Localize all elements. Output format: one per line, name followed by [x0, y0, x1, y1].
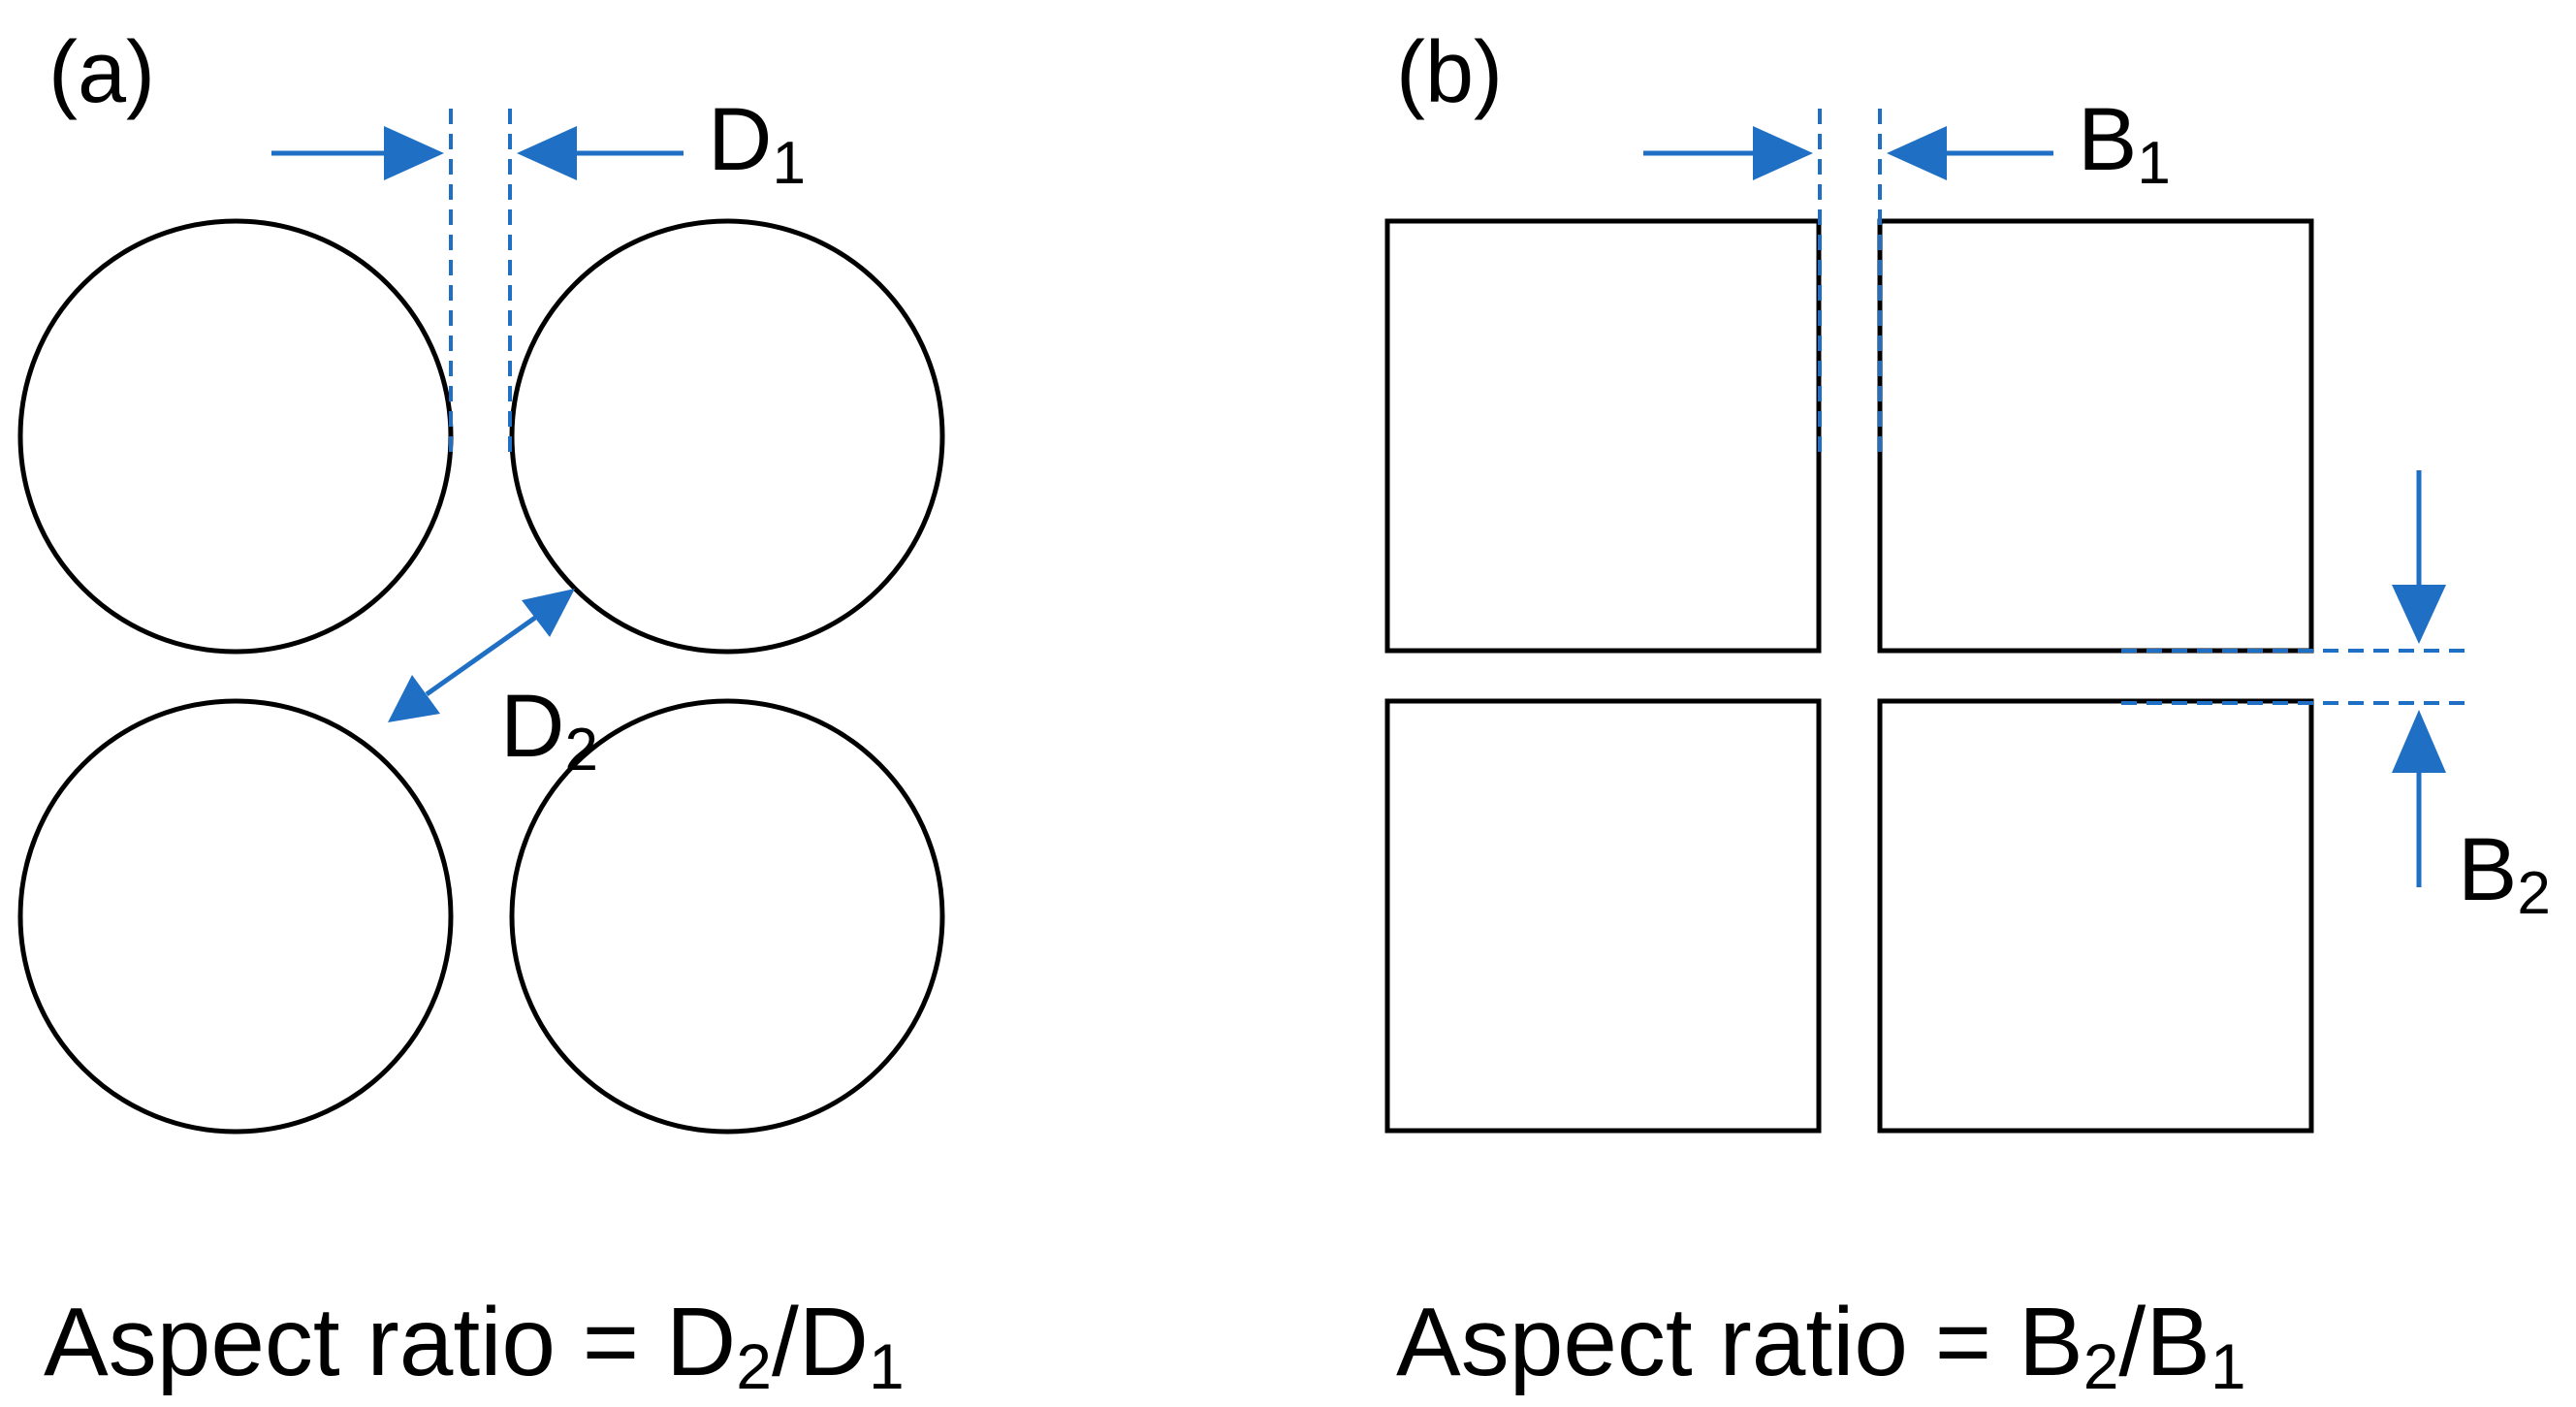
b1-right-arrow-head [1887, 126, 1947, 180]
panel-a: (a) D1 D2 Aspect r [17, 24, 945, 1402]
panel-a-caption: Aspect ratio = D2/D1 [44, 1288, 905, 1402]
d2-upper-arrow-head [522, 589, 575, 637]
square-bottom-right [1877, 698, 2314, 1134]
panel-b: (b) B1 B2 [1384, 24, 2551, 1402]
circle-bottom-left [17, 698, 454, 1135]
d1-left-arrow-head [384, 126, 444, 180]
square-bottom-left [1384, 698, 1822, 1134]
panel-b-label: (b) [1396, 24, 1503, 121]
b2-label: B2 [2458, 820, 2551, 927]
d2-dimension: D2 [388, 589, 598, 783]
d1-label: D1 [708, 90, 806, 197]
circle-top-left [17, 218, 454, 655]
b1-left-arrow-head [1753, 126, 1813, 180]
b2-bottom-arrow-head [2392, 710, 2446, 773]
d2-label: D2 [500, 677, 598, 783]
circle-top-right [509, 218, 945, 655]
d2-lower-arrow-head [388, 675, 440, 722]
square-top-right [1877, 218, 2314, 654]
d1-dimension: D1 [271, 90, 806, 456]
panel-a-label: (a) [48, 24, 155, 121]
d2-arrow-shaft [425, 615, 537, 697]
square-top-left [1384, 218, 1822, 654]
b2-dimension: B2 [2121, 470, 2551, 927]
d1-right-arrow-head [517, 126, 577, 180]
b1-label: B1 [2078, 90, 2171, 197]
circle-bottom-right [509, 698, 945, 1135]
b2-top-arrow-head [2392, 585, 2446, 644]
panel-b-caption: Aspect ratio = B2/B1 [1396, 1288, 2246, 1402]
b1-dimension: B1 [1643, 90, 2171, 456]
